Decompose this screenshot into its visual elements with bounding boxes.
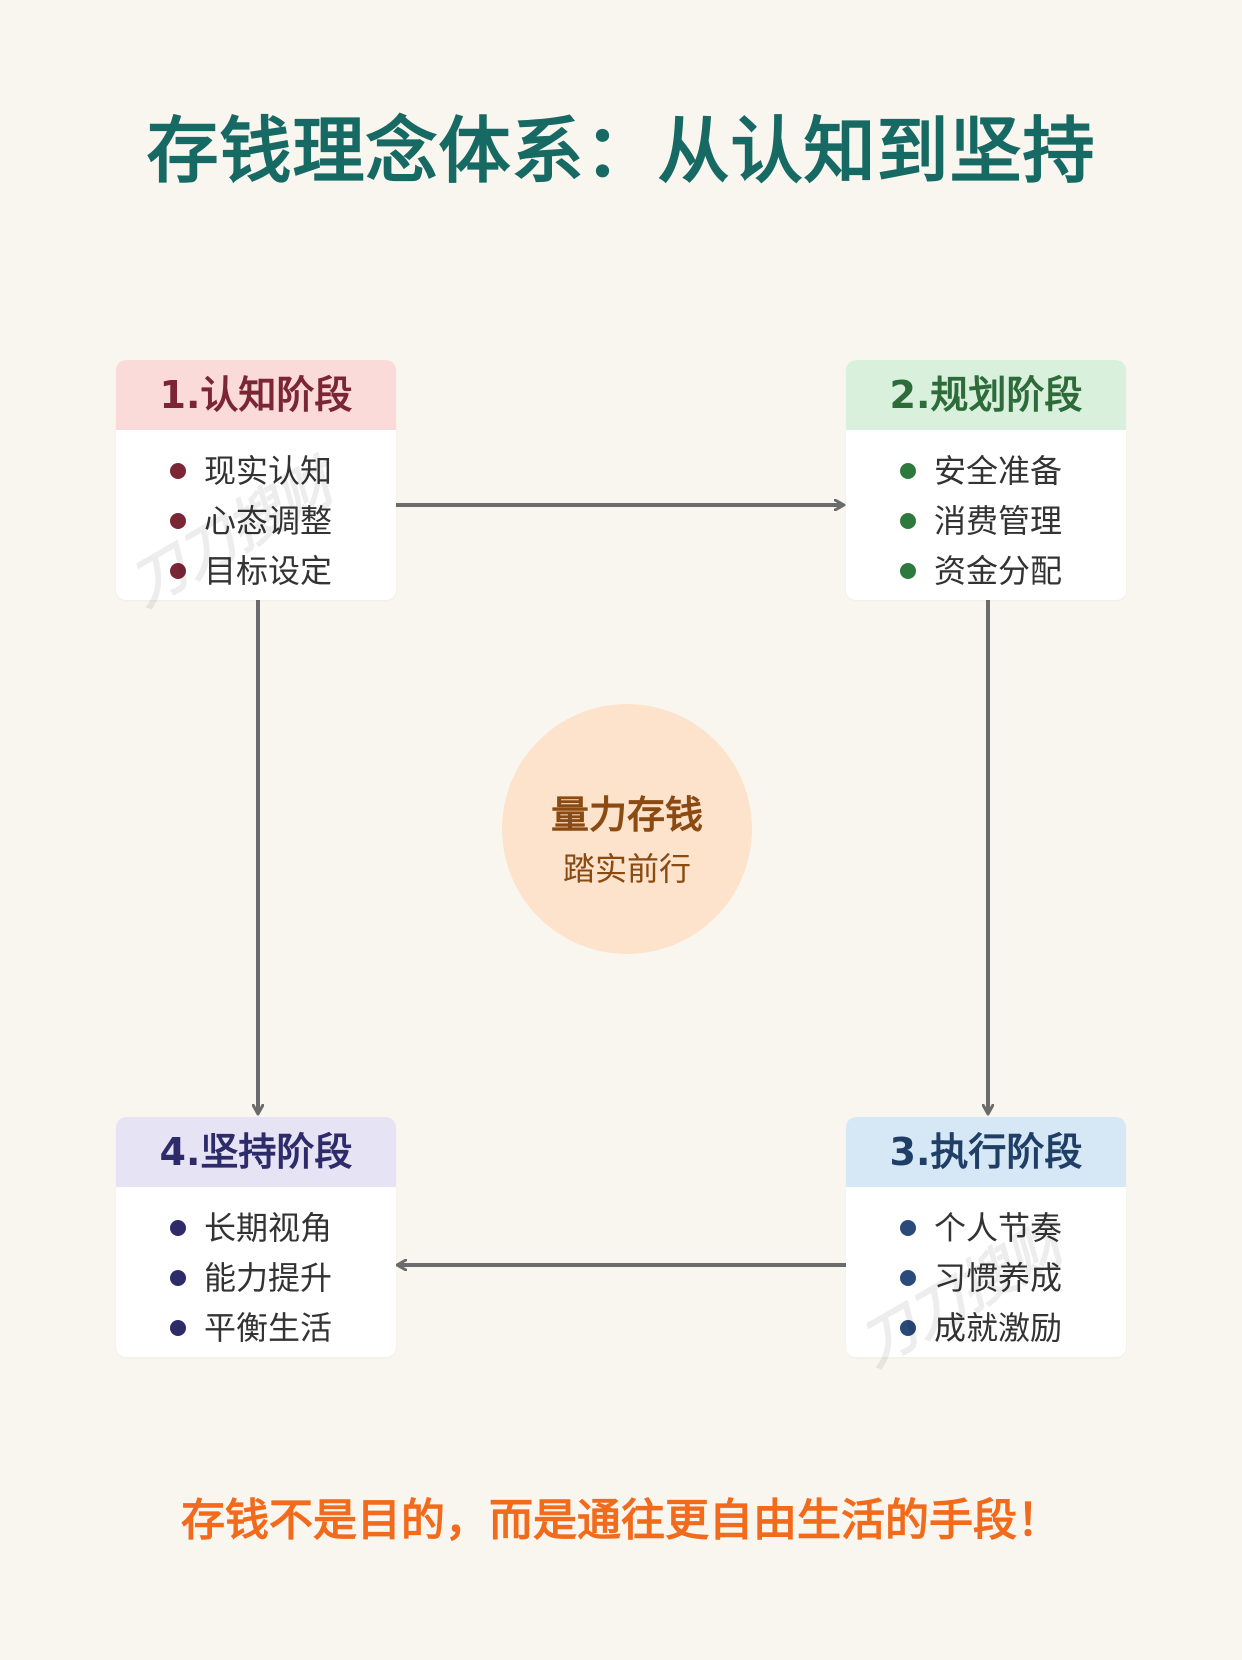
stage-title: 4.坚持阶段 [116,1117,396,1187]
stage-card-planning: 2.规划阶段 安全准备 消费管理 资金分配 [846,360,1126,600]
list-item: 能力提升 [116,1253,396,1303]
footer-slogan: 存钱不是目的，而是通往更自由生活的手段！ [181,1495,1061,1546]
bullet-dot-icon [170,1320,186,1336]
list-item: 长期视角 [116,1203,396,1253]
bullet-dot-icon [900,463,916,479]
stage-title: 1.认知阶段 [116,360,396,430]
list-item-label: 个人节奏 [934,1209,1063,1247]
list-item: 习惯养成 [846,1253,1126,1303]
stage-item-list: 安全准备 消费管理 资金分配 [846,430,1126,596]
list-item-label: 平衡生活 [204,1309,333,1347]
stage-item-list: 个人节奏 习惯养成 成就激励 [846,1187,1126,1353]
bullet-dot-icon [900,563,916,579]
list-item-label: 能力提升 [204,1259,333,1297]
list-item: 心态调整 [116,496,396,546]
bullet-dot-icon [900,1320,916,1336]
list-item-label: 习惯养成 [934,1259,1063,1297]
center-title: 量力存钱 [550,793,703,837]
list-item-label: 成就激励 [934,1309,1063,1347]
list-item: 成就激励 [846,1303,1126,1353]
stage-title: 3.执行阶段 [846,1117,1126,1187]
list-item-label: 目标设定 [204,552,333,590]
stage-card-persistence: 4.坚持阶段 长期视角 能力提升 平衡生活 [116,1117,396,1357]
bullet-dot-icon [170,1220,186,1236]
list-item: 资金分配 [846,546,1126,596]
bullet-dot-icon [170,563,186,579]
list-item: 目标设定 [116,546,396,596]
bullet-dot-icon [170,1270,186,1286]
stage-item-list: 长期视角 能力提升 平衡生活 [116,1187,396,1353]
list-item-label: 心态调整 [204,502,333,540]
list-item: 平衡生活 [116,1303,396,1353]
bullet-dot-icon [900,513,916,529]
bullet-dot-icon [900,1220,916,1236]
stage-card-execution: 3.执行阶段 个人节奏 习惯养成 成就激励 [846,1117,1126,1357]
list-item: 个人节奏 [846,1203,1126,1253]
list-item: 安全准备 [846,446,1126,496]
list-item: 消费管理 [846,496,1126,546]
list-item-label: 消费管理 [934,502,1063,540]
list-item: 现实认知 [116,446,396,496]
bullet-dot-icon [170,463,186,479]
center-circle: 量力存钱 踏实前行 [502,704,752,954]
list-item-label: 安全准备 [934,452,1063,490]
stage-card-cognition: 1.认知阶段 现实认知 心态调整 目标设定 [116,360,396,600]
list-item-label: 现实认知 [204,452,333,490]
center-subtitle: 踏实前行 [562,850,691,888]
bullet-dot-icon [170,513,186,529]
list-item-label: 长期视角 [204,1209,333,1247]
stage-title: 2.规划阶段 [846,360,1126,430]
stage-item-list: 现实认知 心态调整 目标设定 [116,430,396,596]
bullet-dot-icon [900,1270,916,1286]
page-title: 存钱理念体系：从认知到坚持 [146,109,1096,193]
list-item-label: 资金分配 [934,552,1063,590]
